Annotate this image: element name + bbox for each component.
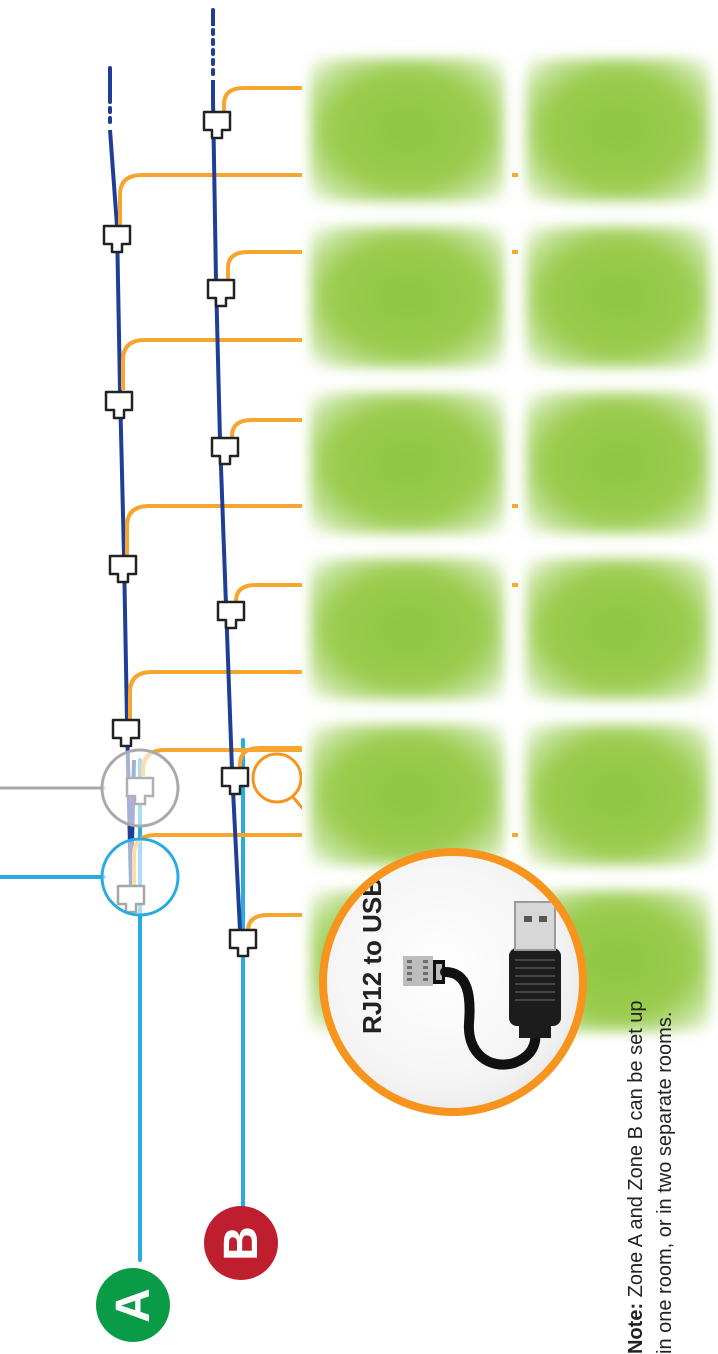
rj12-splitter-icon	[125, 776, 155, 806]
rj12-splitter-icon	[220, 766, 250, 796]
led-panel	[518, 716, 718, 874]
panel-feed-cable	[222, 86, 310, 112]
led-panel-glow	[310, 724, 504, 866]
led-panel	[302, 384, 512, 542]
zone-a-label: A	[106, 1287, 160, 1323]
led-panel-glow	[526, 724, 710, 866]
rj12-splitter-icon	[210, 436, 240, 466]
note-body: Zone A and Zone B can be set up in one r…	[625, 1000, 676, 1354]
rj12-splitter-icon	[102, 224, 132, 254]
rj12-splitter-icon	[216, 600, 246, 630]
panel-feed-cable	[118, 173, 530, 226]
led-panel-glow	[310, 226, 504, 368]
panel-feed-cable	[121, 338, 310, 390]
led-panel-glow	[310, 58, 504, 202]
led-panel-glow	[526, 58, 710, 202]
led-panel-glow	[526, 392, 710, 534]
panel-feed-cable	[125, 504, 530, 556]
led-panel-glow	[526, 558, 710, 700]
rj12-splitter-icon	[111, 718, 141, 748]
rj12-splitter-icon	[104, 390, 134, 420]
rj12-splitter-icon	[206, 278, 236, 308]
led-panel	[518, 50, 718, 210]
led-panel	[302, 218, 512, 376]
led-panel	[302, 716, 512, 874]
rj12-splitter-icon	[228, 928, 258, 958]
note-text: Note: Zone A and Zone B can be set up in…	[622, 994, 680, 1354]
panel-feed-cable	[226, 250, 530, 280]
led-panel-glow	[310, 392, 504, 534]
note-bold: Note:	[625, 1302, 647, 1354]
led-panel-glow	[526, 226, 710, 368]
rj12-splitter-icon	[202, 110, 232, 140]
led-panel	[302, 50, 512, 210]
led-panel	[518, 550, 718, 708]
led-panel	[518, 384, 718, 542]
led-panel-glow	[310, 558, 504, 700]
panel-feed-cable	[128, 670, 310, 722]
zone-b-label: B	[214, 1225, 268, 1261]
zone-a-input-highlight	[100, 837, 180, 917]
zone-b-badge: B	[204, 1206, 278, 1280]
rj12-splitter-icon	[108, 554, 138, 584]
panel-feed-cable	[230, 418, 310, 440]
led-panel	[518, 218, 718, 376]
zone-a-badge: A	[96, 1268, 170, 1342]
led-panel	[302, 550, 512, 708]
rj12-to-usb-callout: RJ12 to USB	[319, 848, 587, 1116]
panel-feed-cable	[238, 746, 310, 770]
rj12-to-usb-cable-icon	[403, 901, 561, 1070]
callout-source-circle	[251, 752, 303, 804]
